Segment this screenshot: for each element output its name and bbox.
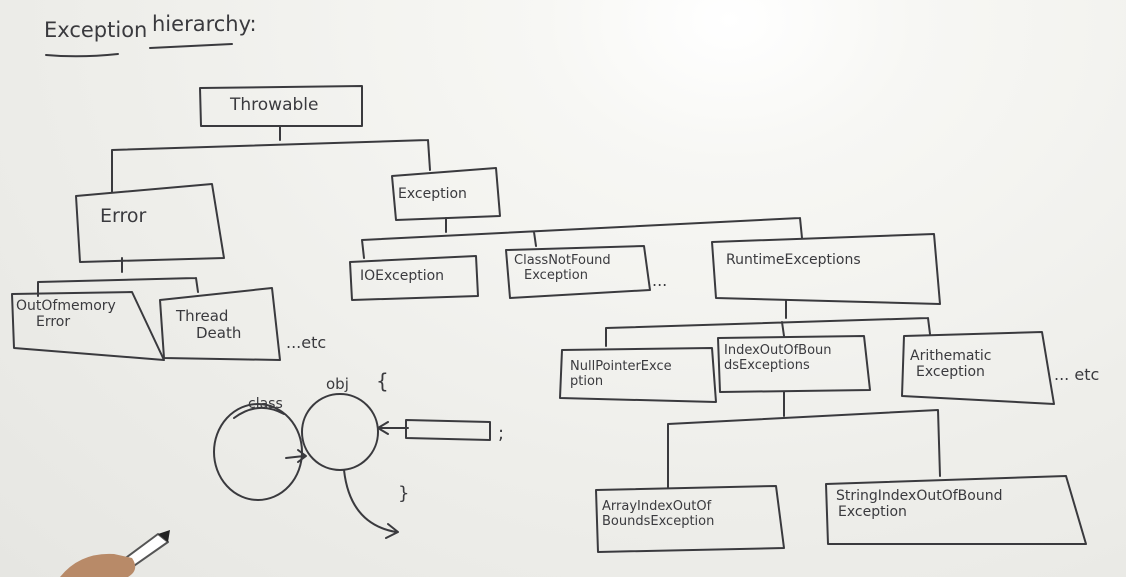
marker-tip xyxy=(158,530,170,542)
runtime-etc: ... etc xyxy=(1054,365,1100,384)
heading-exception: Exception xyxy=(44,18,148,42)
node-throwable: Throwable xyxy=(230,95,319,115)
class-to-object-arrow xyxy=(285,449,307,463)
heading-underline-1 xyxy=(45,53,119,58)
box-throwable xyxy=(199,85,363,127)
node-index-oob: IndexOutOfBoun dsExceptions xyxy=(724,343,832,374)
object-out-arrow xyxy=(343,469,399,539)
heading-hierarchy: hierarchy: xyxy=(152,12,257,36)
box-exception xyxy=(391,167,501,221)
box-string-index-oob xyxy=(825,475,1087,545)
node-out-of-memory-line1: OutOfmemory xyxy=(16,298,116,314)
node-exception: Exception xyxy=(398,186,467,202)
node-string-index-oob: StringIndexOutOfBound Exception xyxy=(836,488,1002,520)
node-null-pointer: NullPointerExce ption xyxy=(570,359,672,390)
node-error: Error xyxy=(100,205,147,227)
node-index-oob-line1: IndexOutOfBoun xyxy=(724,343,832,358)
reference-variable-box xyxy=(405,419,491,441)
node-arithmetic: Arithematic Exception xyxy=(910,348,992,380)
node-out-of-memory-line2: Error xyxy=(36,314,71,331)
sketch-class-label: class xyxy=(248,396,283,412)
class-top-arc xyxy=(233,407,285,419)
box-out-of-memory xyxy=(11,291,165,361)
exception-dots: ... xyxy=(652,271,668,290)
connector-index-oob xyxy=(667,391,941,489)
box-index-oob xyxy=(717,335,871,393)
node-thread-death-line2: Death xyxy=(196,324,242,343)
connector-error xyxy=(37,257,199,297)
node-index-oob-line2: dsExceptions xyxy=(724,357,810,373)
sketch-open-brace: { xyxy=(376,369,389,393)
node-string-index-oob-line1: StringIndexOutOfBound xyxy=(836,488,1003,504)
node-arithmetic-line2: Exception xyxy=(916,364,985,381)
node-null-pointer-line1: NullPointerExce xyxy=(570,359,672,374)
node-class-not-found: ClassNotFound Exception xyxy=(514,253,611,284)
node-array-index-oob: ArrayIndexOutOf BoundsException xyxy=(602,499,715,530)
node-array-index-oob-line2: BoundsException xyxy=(602,513,715,529)
node-runtime-exceptions: RuntimeExceptions xyxy=(726,252,861,268)
sketch-close-brace: } xyxy=(398,483,410,504)
node-thread-death-line1: Thread xyxy=(176,307,229,325)
class-circle xyxy=(213,403,303,501)
box-io-exception xyxy=(349,255,479,301)
sketch-semicolon: ; xyxy=(498,423,505,444)
node-null-pointer-line2: ption xyxy=(570,373,604,389)
node-string-index-oob-line2: Exception xyxy=(838,504,907,521)
node-arithmetic-line1: Arithematic xyxy=(910,348,992,364)
box-array-index-oob xyxy=(595,485,785,553)
sketch-obj-label: obj xyxy=(326,375,349,393)
hand xyxy=(60,553,136,577)
box-null-pointer xyxy=(559,347,717,403)
object-circle xyxy=(301,393,379,471)
connector-exception xyxy=(361,217,803,259)
node-thread-death: Thread Death xyxy=(176,307,242,343)
reference-arrow xyxy=(377,421,409,435)
heading-underline-2 xyxy=(149,43,233,49)
connector-throwable xyxy=(111,125,431,193)
box-error xyxy=(75,183,225,263)
error-etc: ...etc xyxy=(286,333,327,352)
connector-runtime xyxy=(605,299,931,347)
node-array-index-oob-line1: ArrayIndexOutOf xyxy=(602,499,712,514)
node-io-exception: IOException xyxy=(360,268,445,284)
box-arithmetic xyxy=(901,331,1055,405)
node-class-not-found-line2: Exception xyxy=(524,267,588,283)
box-runtime xyxy=(711,233,941,305)
node-out-of-memory: OutOfmemory Error xyxy=(16,298,116,330)
node-class-not-found-line1: ClassNotFound xyxy=(514,253,611,268)
box-class-not-found xyxy=(505,245,651,299)
box-thread-death xyxy=(159,287,281,361)
